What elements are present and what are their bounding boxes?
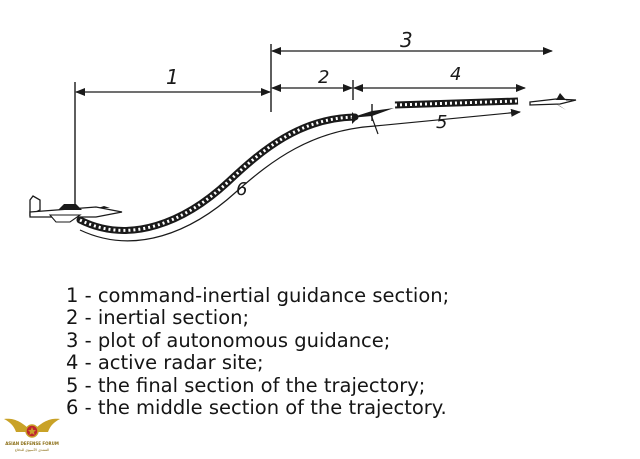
section-number-1: 1 <box>166 65 179 89</box>
section-number-4: 4 <box>450 64 461 85</box>
logo-wing-left <box>4 418 30 432</box>
trajectory-guide-line <box>79 125 376 242</box>
asian-defense-forum-logo: ASIAN DEFENSE FORUM المنتدى الآسيوي للدف… <box>4 418 60 452</box>
logo-text-line2: المنتدى الآسيوي للدفاع <box>15 448 49 452</box>
logo-text-line1: ASIAN DEFENSE FORUM <box>5 441 59 446</box>
missile-trajectory-band <box>76 113 359 234</box>
target-aircraft-icon <box>529 93 577 110</box>
missile-trajectory-diagram: 1 2 3 4 5 6 <box>29 28 577 242</box>
dimension-arrow-5 <box>374 108 521 127</box>
logo-star-icon <box>28 427 36 435</box>
final-trajectory-band-hatch <box>394 99 519 107</box>
logo-wing-right <box>34 418 60 432</box>
legend-item-5: 5 - the final section of the trajectory; <box>66 373 426 397</box>
section-number-6: 6 <box>236 179 247 200</box>
legend-item-1: 1 - command-inertial guidance section; <box>66 284 450 307</box>
legend-item-6: 6 - the middle section of the trajectory… <box>66 396 447 420</box>
section-number-3: 3 <box>400 28 413 52</box>
launch-aircraft-icon <box>29 195 123 223</box>
section-number-2: 2 <box>318 67 329 88</box>
legend-item-2: 2 - inertial section; <box>66 306 250 330</box>
legend-list: 1 - command-inertial guidance section; 2… <box>66 284 450 420</box>
section-number-5: 5 <box>436 112 447 133</box>
legend-item-3: 3 - plot of autonomous guidance; <box>66 328 391 352</box>
legend-item-4: 4 - active radar site; <box>66 351 264 375</box>
missile-trajectory-band-hatch <box>79 115 356 232</box>
missile-icon <box>350 104 394 124</box>
